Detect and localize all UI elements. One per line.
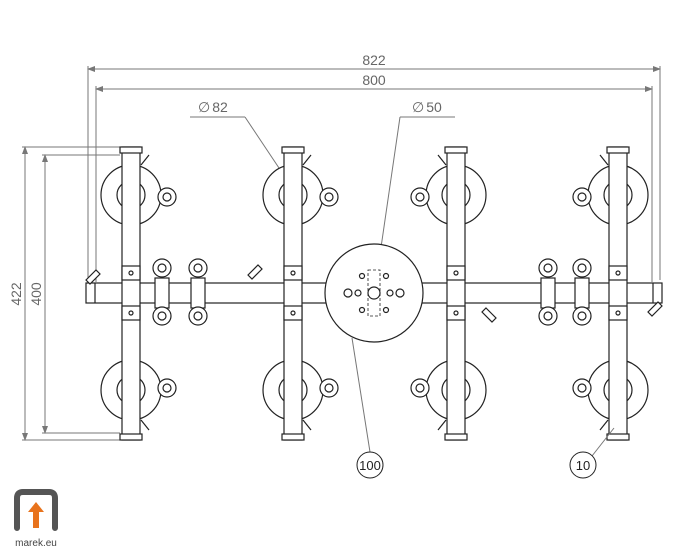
fitting-bottom-core bbox=[543, 311, 553, 321]
clamp-screw bbox=[128, 310, 134, 316]
fitting-top-core bbox=[577, 263, 587, 273]
arm-cap-top bbox=[281, 146, 305, 154]
fitting-body bbox=[190, 277, 206, 309]
clamp-screw bbox=[128, 270, 134, 276]
overall-height-label: 422 bbox=[8, 282, 24, 306]
cup-lever bbox=[140, 419, 150, 431]
arm-cap-top bbox=[119, 146, 143, 154]
fitting-top-core bbox=[157, 263, 167, 273]
arm-tube bbox=[121, 146, 141, 441]
cup-valve-core bbox=[162, 383, 172, 393]
fitting-bottom-core bbox=[193, 311, 203, 321]
arm-cap-bottom bbox=[281, 433, 305, 441]
arm-cap-top bbox=[606, 146, 630, 154]
cup-valve-core bbox=[324, 192, 334, 202]
clamp-screw bbox=[290, 270, 296, 276]
arm-cap-bottom bbox=[119, 433, 143, 441]
plate-diameter-label: ∅50 bbox=[412, 99, 442, 115]
arm-tube bbox=[446, 146, 466, 441]
cup-lever bbox=[140, 154, 150, 166]
arm-3 bbox=[410, 146, 487, 441]
cup-valve-core bbox=[415, 383, 425, 393]
vertical-arms bbox=[100, 146, 649, 441]
logo-icon bbox=[14, 489, 58, 531]
beam-end-pins bbox=[85, 264, 663, 323]
cup-lever bbox=[302, 419, 312, 431]
balloon-100-label: 100 bbox=[359, 458, 381, 473]
dimension-overall-width bbox=[87, 66, 661, 280]
arm-4 bbox=[572, 146, 649, 441]
cup-valve-core bbox=[577, 383, 587, 393]
plate-diameter-leader bbox=[376, 116, 455, 269]
arm-cap-bottom bbox=[606, 433, 630, 441]
fitting bbox=[188, 258, 208, 326]
clamp-screw bbox=[290, 310, 296, 316]
fitting-bottom-core bbox=[577, 311, 587, 321]
marek-logo: marek.eu bbox=[8, 488, 64, 549]
cup-valve-core bbox=[162, 192, 172, 202]
logo-text: marek.eu bbox=[15, 538, 57, 549]
overall-width-label: 822 bbox=[362, 52, 386, 68]
cup-valve-core bbox=[415, 192, 425, 202]
clamp-screw bbox=[615, 270, 621, 276]
cup-lever bbox=[599, 419, 609, 431]
clamp-screw bbox=[615, 310, 621, 316]
cup-lever bbox=[599, 154, 609, 166]
arm-tube bbox=[608, 146, 628, 441]
balloon-10-label: 10 bbox=[576, 458, 590, 473]
fitting-body bbox=[574, 277, 590, 309]
frame-height-label: 400 bbox=[28, 282, 44, 306]
cup-lever bbox=[437, 154, 447, 166]
cup-lever bbox=[437, 419, 447, 431]
fitting-bottom-core bbox=[157, 311, 167, 321]
fitting-body bbox=[540, 277, 556, 309]
arm-tube bbox=[283, 146, 303, 441]
cup-lever bbox=[302, 154, 312, 166]
cup-valve-core bbox=[577, 192, 587, 202]
fitting-body bbox=[154, 277, 170, 309]
arm-1 bbox=[100, 146, 177, 441]
fitting-top-core bbox=[543, 263, 553, 273]
fitting-top-core bbox=[193, 263, 203, 273]
balloon-10: 10 bbox=[569, 427, 615, 479]
dimension-frame-width bbox=[95, 86, 653, 282]
balloon-100: 100 bbox=[351, 337, 384, 479]
clamp-screw bbox=[453, 310, 459, 316]
center-plate bbox=[324, 243, 424, 343]
arm-cap-top bbox=[444, 146, 468, 154]
cup-valve-core bbox=[324, 383, 334, 393]
frame-width-label: 800 bbox=[362, 72, 386, 88]
arm-2 bbox=[262, 146, 339, 441]
dimension-overall-height bbox=[22, 146, 120, 441]
dimension-frame-height bbox=[42, 154, 120, 434]
clamp-screw bbox=[453, 270, 459, 276]
fitting bbox=[152, 258, 172, 326]
fitting bbox=[538, 258, 558, 326]
fitting bbox=[572, 258, 592, 326]
cup-diameter-label: ∅82 bbox=[198, 99, 228, 115]
arm-cap-bottom bbox=[444, 433, 468, 441]
